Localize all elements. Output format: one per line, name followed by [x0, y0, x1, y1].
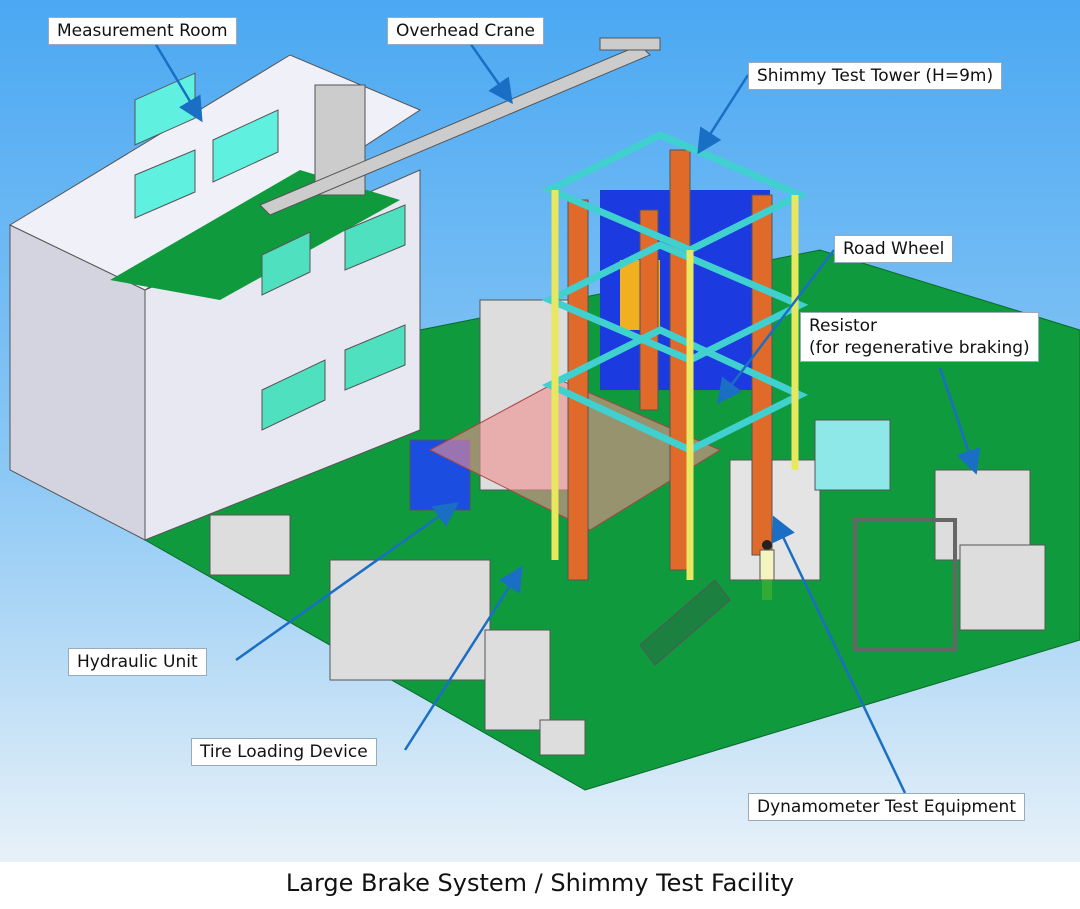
label-measurement-room: Measurement Room: [48, 17, 237, 45]
label-shimmy-test-tower: Shimmy Test Tower (H=9m): [748, 62, 1003, 90]
facility-illustration: Measurement Room Overhead Crane Shimmy T…: [0, 0, 1080, 862]
label-resistor: Resistor (for regenerative braking): [800, 312, 1039, 362]
label-resistor-line1: Resistor: [809, 316, 877, 336]
overhead-crane: [259, 37, 661, 216]
label-tire-loading-device: Tire Loading Device: [191, 738, 377, 766]
measurement-room-building: [8, 54, 422, 541]
callout-arrows: [153, 42, 981, 794]
shimmy-test-tower: [541, 131, 809, 581]
figure-caption: Large Brake System / Shimmy Test Facilit…: [285, 869, 795, 897]
person-figure: [759, 540, 775, 600]
label-resistor-line2: (for regenerative braking): [809, 338, 1030, 358]
label-overhead-crane: Overhead Crane: [387, 17, 544, 45]
facility-drawing: [8, 37, 1080, 794]
label-road-wheel: Road Wheel: [834, 235, 954, 263]
label-dynamometer: Dynamometer Test Equipment: [748, 793, 1026, 821]
label-hydraulic-unit: Hydraulic Unit: [68, 648, 207, 676]
